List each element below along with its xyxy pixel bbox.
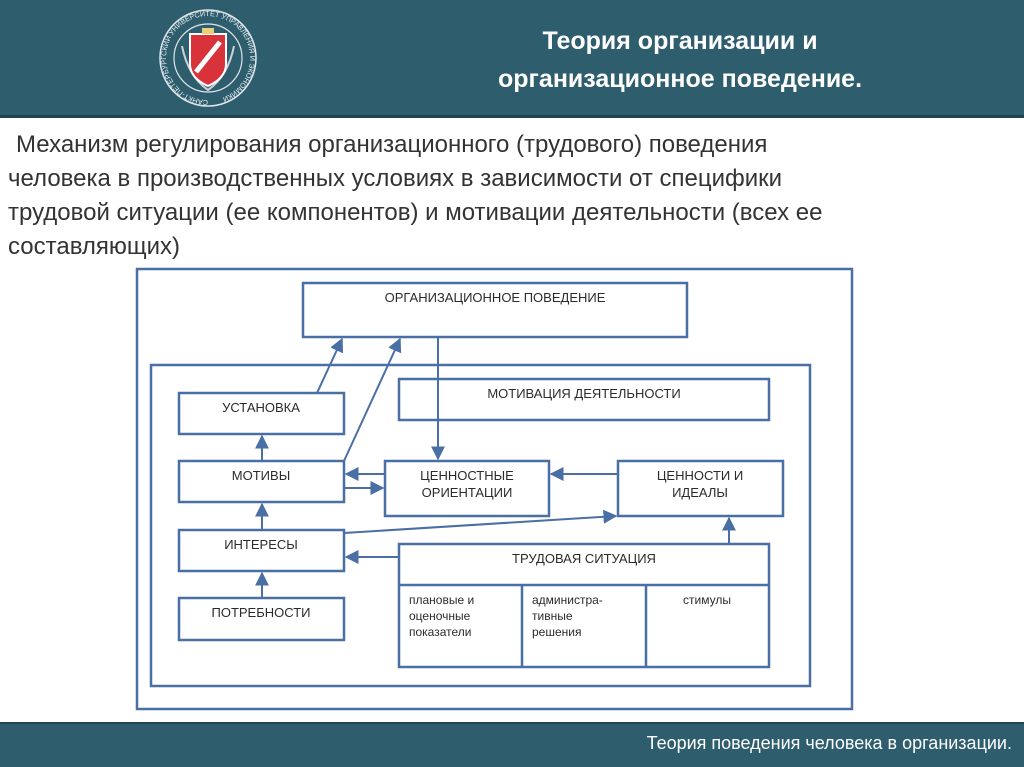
motivation-box: [397, 377, 771, 422]
title-line-1: Теория организации и: [542, 27, 818, 55]
values-ideals-label-2: ИДЕАЛЫ: [672, 485, 728, 500]
interests-label: ИНТЕРЕСЫ: [224, 537, 298, 552]
footer-caption: Теория поведения человека в организации.: [646, 733, 1012, 753]
values-ideals-label-1: ЦЕННОСТИ И: [657, 468, 743, 483]
cell-2-label-1: администра-: [532, 593, 603, 607]
org-behavior-label: ОРГАНИЗАЦИОННОЕ ПОВЕДЕНИЕ: [385, 290, 606, 305]
footer-band: Теория поведения человека в организации.: [0, 722, 1024, 767]
diagram-outer-frame: [135, 267, 854, 711]
labor-situation-box: [397, 542, 771, 669]
motivation-inner-frame: [149, 363, 812, 688]
labor-situation-label: ТРУДОВАЯ СИТУАЦИЯ: [512, 551, 656, 566]
value-orientations-label-1: ЦЕННОСТНЫЕ: [420, 468, 514, 483]
cell-2-label-2: тивные: [532, 609, 573, 623]
ustanovka-label: УСТАНОВКА: [222, 400, 300, 415]
value-orientations-label-2: ОРИЕНТАЦИИ: [422, 485, 513, 500]
motives-label: МОТИВЫ: [232, 468, 290, 483]
subtitle-line-1: Механизм регулирования организационного …: [16, 131, 768, 158]
slide-subtitle: Механизм регулирования организационного …: [8, 128, 1008, 264]
header-band: САНКТ-ПЕТЕРБУРГСКИЙ УНИВЕРСИТЕТ УПРАВЛЕН…: [0, 0, 1024, 118]
cell-1-label-3: показатели: [409, 625, 471, 639]
value-orientations-box: [383, 459, 551, 518]
values-ideals-box: [616, 459, 785, 518]
arrow-ustanovka-to-org: [316, 337, 344, 394]
needs-label: ПОТРЕБНОСТИ: [211, 605, 310, 620]
cell-1-label-2: оценочные: [409, 609, 471, 623]
org-behavior-box: [301, 281, 689, 339]
subtitle-line-3: трудовой ситуации (ее компонентов) и мот…: [8, 199, 823, 226]
motivation-label: МОТИВАЦИЯ ДЕЯТЕЛЬНОСТИ: [487, 386, 680, 401]
cell-1-label-1: плановые и: [409, 593, 474, 607]
arrow-interests-to-ideals: [343, 509, 618, 534]
ustanovka-box: [177, 391, 346, 436]
subtitle-line-4: составляющих): [8, 233, 181, 260]
subtitle-line-2: человека в производственных условиях в з…: [8, 165, 783, 192]
arrow-motives-to-org: [343, 337, 402, 462]
cell-2-label-3: решения: [532, 625, 581, 639]
title-line-2: организационное поведение.: [497, 65, 863, 93]
cell-3-label: стимулы: [683, 593, 731, 607]
page-title: Теория организации и организационное пов…: [400, 22, 960, 98]
university-seal-icon: САНКТ-ПЕТЕРБУРГСКИЙ УНИВЕРСИТЕТ УПРАВЛЕН…: [158, 8, 258, 108]
